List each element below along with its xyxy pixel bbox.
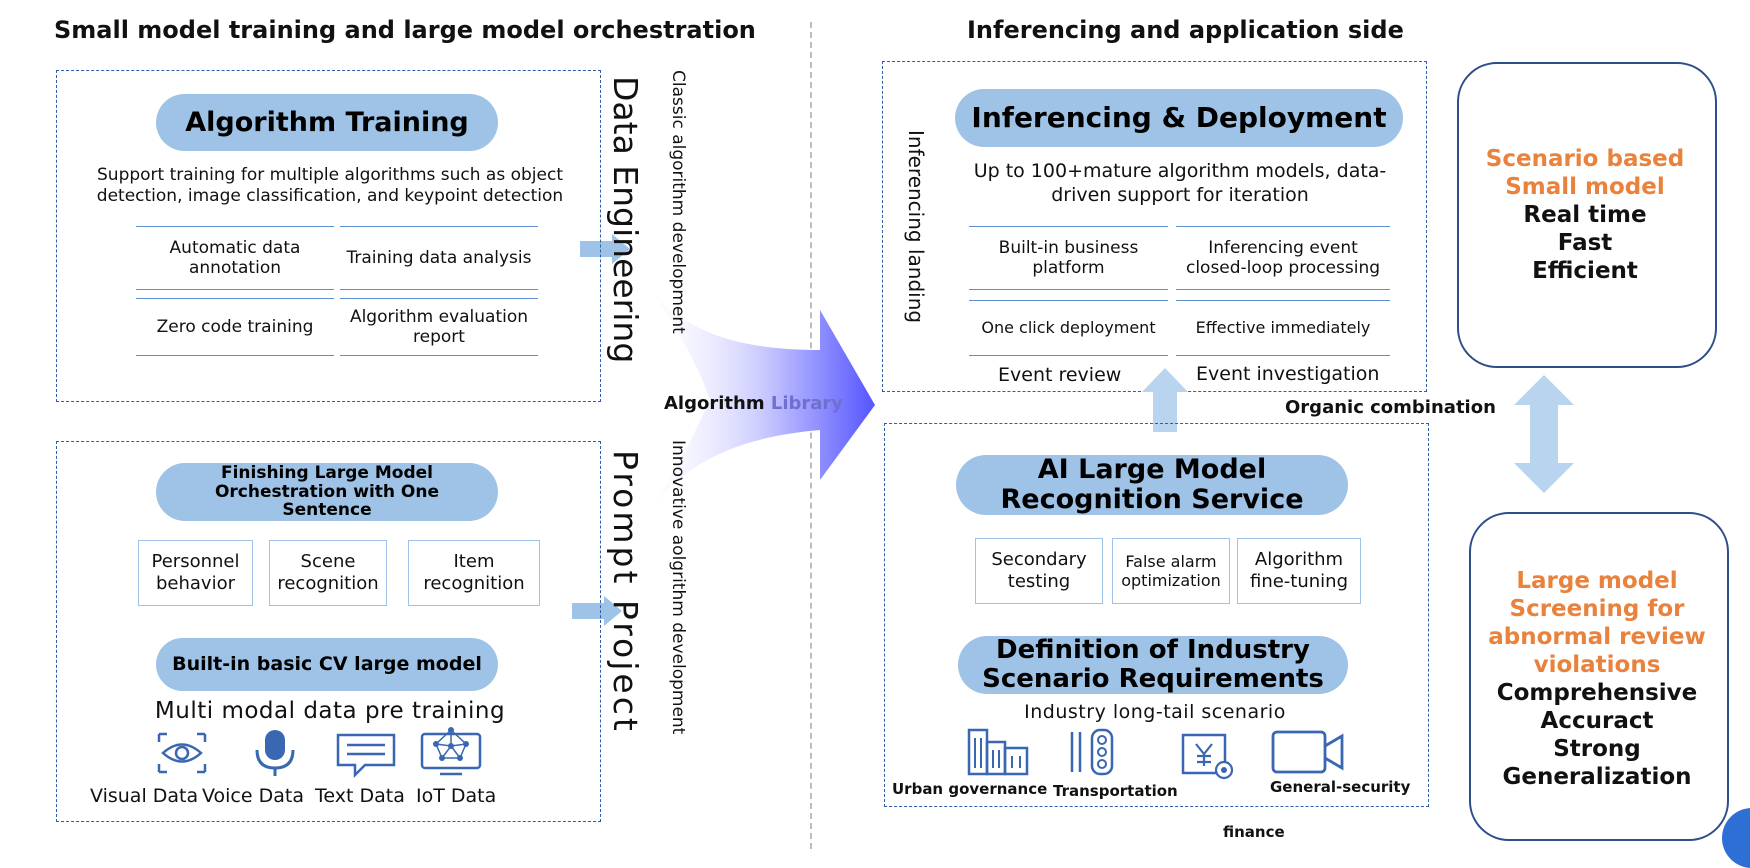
algorithm-training-desc: Support training for multiple algorithms… — [70, 165, 590, 208]
table-cell: Built-in business platform — [969, 226, 1168, 290]
title-line: Scenario Requirements — [982, 664, 1324, 694]
buildings-icon — [966, 728, 1032, 776]
title-line: AI Large Model — [1037, 454, 1267, 486]
title-line: Recognition Service — [1000, 484, 1304, 515]
card-line: Efficient — [1532, 258, 1638, 284]
classic-algorithm-label: Classic algorithm development — [668, 70, 688, 334]
small-model-card-text: Scenario based Small model Real time Fas… — [1460, 145, 1710, 285]
algorithm-library-label: Algorithm Library — [664, 393, 843, 414]
data-type-label: Visual Data — [90, 785, 199, 807]
desc-line: driven support for iteration — [1051, 183, 1309, 206]
data-type-label: IoT Data — [416, 785, 497, 807]
table-cell: Inferencing event closed-loop processing — [1176, 226, 1390, 290]
industry-requirements-title: Definition of Industry Scenario Requirem… — [958, 636, 1348, 694]
card-orange-line: violations — [1533, 652, 1661, 678]
data-engineering-label: Data Engineering — [606, 76, 645, 364]
desc-line: detection, image classification, and key… — [96, 186, 564, 207]
pretrain-label: Multi modal data pre training — [154, 698, 506, 724]
algorithm-training-title: Algorithm Training — [156, 94, 498, 151]
large-model-title: AI Large Model Recognition Service — [956, 455, 1348, 515]
card-orange-line: Large model — [1516, 568, 1678, 594]
table-cell: Algorithm evaluation report — [340, 298, 538, 356]
traffic-light-icon — [1068, 728, 1128, 776]
industry-label: General-security — [1270, 778, 1411, 796]
long-tail-label: Industry long-tail scenario — [1024, 701, 1286, 723]
innovative-algorithm-label: Innovative aolgrithm development — [668, 440, 688, 735]
camera-icon — [1270, 728, 1346, 776]
organic-combination-label: Organic combination — [1285, 397, 1496, 418]
card-line: Real time — [1523, 202, 1647, 228]
small-model-card — [1457, 62, 1717, 368]
card-orange-line: abnormal review — [1488, 624, 1706, 650]
card-line: Comprehensive — [1496, 680, 1698, 706]
library-part-1: Algorithm — [664, 393, 771, 414]
algorithm-library-arrow — [630, 260, 875, 540]
card-line: Strong — [1553, 736, 1641, 762]
desc-line: Support training for multiple algorithms… — [97, 165, 563, 185]
message-icon — [335, 732, 397, 778]
arrow-right-icon — [580, 234, 630, 264]
data-type-label: Voice Data — [202, 785, 304, 807]
large-model-card — [1469, 512, 1729, 841]
table-cell: Training data analysis — [340, 226, 538, 290]
finance-icon — [1180, 732, 1236, 780]
center-divider — [810, 22, 812, 849]
large-model-card-text: Large model Screening for abnormal revie… — [1472, 567, 1722, 791]
cv-model-title: Built-in basic CV large model — [156, 638, 498, 691]
orchestration-title: Finishing Large Model Orchestration with… — [156, 463, 498, 521]
table-cell: Automatic data annotation — [136, 226, 334, 290]
title-line: Definition of Industry — [996, 635, 1310, 666]
large-model-panel — [884, 423, 1429, 807]
scenario-cell: Personnel behavior — [138, 540, 253, 606]
industry-label: Transportation — [1053, 782, 1178, 800]
table-cell: Effective immediately — [1176, 300, 1390, 356]
service-cell: False alarm optimization — [1112, 538, 1230, 604]
double-arrow-icon — [1514, 375, 1574, 493]
finance-label: finance — [1223, 823, 1285, 841]
library-part-2: Library — [770, 393, 844, 414]
right-heading: Inferencing and application side — [967, 16, 1404, 44]
card-line: Generalization — [1502, 764, 1692, 790]
scenario-cell: Item recognition — [408, 540, 540, 606]
arrow-up-icon — [1142, 368, 1188, 432]
card-line: Fast — [1557, 230, 1613, 256]
left-heading: Small model training and large model orc… — [54, 16, 756, 44]
card-line: Accuract — [1540, 708, 1654, 734]
desc-line: Up to 100+mature algorithm models, data- — [973, 160, 1387, 182]
iot-icon — [420, 724, 482, 776]
microphone-icon — [248, 728, 302, 778]
corner-decoration — [1722, 808, 1750, 868]
event-investigation-label: Event investigation — [1196, 363, 1380, 385]
prompt-project-label: Prompt Project — [606, 450, 645, 734]
scenario-cell: Scene recognition — [269, 540, 387, 606]
service-cell: Secondary testing — [975, 538, 1103, 604]
card-orange-line: Scenario based — [1485, 146, 1685, 172]
orchestration-panel — [56, 441, 601, 822]
inferencing-title: Inferencing & Deployment — [955, 89, 1403, 147]
card-orange-line: Screening for — [1509, 596, 1685, 622]
inferencing-desc: Up to 100+mature algorithm models, data-… — [940, 160, 1420, 208]
inferencing-landing-label: Inferencing landing — [904, 130, 928, 324]
service-cell: Algorithm fine-tuning — [1237, 538, 1361, 604]
card-orange-line: Small model — [1505, 174, 1665, 200]
industry-label: Urban governance — [892, 780, 1048, 798]
table-cell: One click deployment — [969, 300, 1168, 356]
algorithm-training-panel — [56, 70, 601, 402]
data-type-label: Text Data — [315, 785, 405, 807]
arrow-right-icon — [572, 596, 622, 626]
table-cell: Zero code training — [136, 298, 334, 356]
eye-icon — [155, 730, 209, 776]
event-review-label: Event review — [998, 364, 1122, 386]
